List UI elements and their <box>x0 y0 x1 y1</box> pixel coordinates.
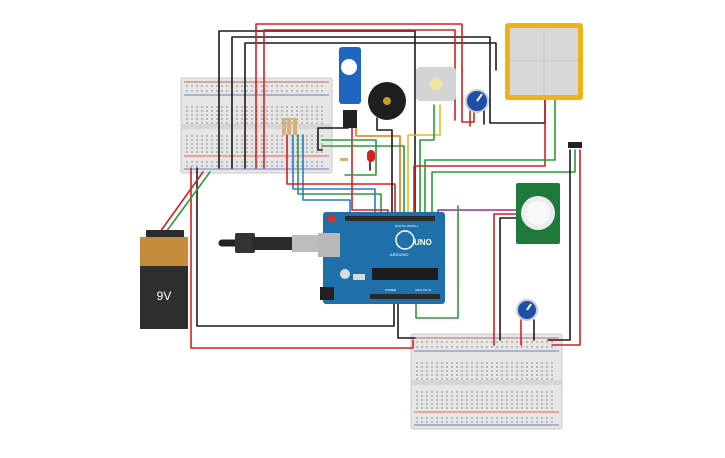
wire-red-left-loop <box>190 167 414 349</box>
wire-black-left-loop <box>196 167 395 327</box>
wire-black-top-outer <box>218 30 416 217</box>
lcd-display[interactable] <box>505 23 583 100</box>
wire-yellow-motor <box>407 104 441 217</box>
arduino-logo: UNO <box>414 238 432 247</box>
usb-cable-icon <box>218 233 325 253</box>
wire-blue-1 <box>292 134 376 217</box>
wire-lcd-red <box>413 99 546 217</box>
wire-black-bottom <box>397 302 416 339</box>
arduino-uno-board[interactable]: UNO ARDUINO DIGITAL (PWM~) POWER ANALOG … <box>318 212 445 304</box>
wire-green-led <box>321 139 377 176</box>
wire-blue-2 <box>302 134 351 217</box>
arduino-power-header: POWER <box>385 288 397 292</box>
wire-right-green <box>431 149 576 217</box>
wire-battery-green <box>165 171 211 233</box>
wire-pir-purple <box>437 209 517 217</box>
arduino-analog-header: ANALOG IN <box>415 288 431 292</box>
breadboard-large-holes <box>416 337 553 423</box>
wire-black-top-2 <box>244 42 497 169</box>
potentiometer-bottom-icon[interactable] <box>516 299 538 321</box>
wire-right-black <box>547 149 571 341</box>
wire-right-red <box>551 149 581 346</box>
wire-buzzer <box>376 117 393 217</box>
connector-header <box>568 142 582 148</box>
wire-green-bottom <box>415 205 459 319</box>
wire-pir-red <box>493 213 517 346</box>
wire-servo-black <box>317 127 349 151</box>
wire-lcd-green <box>424 99 556 217</box>
wire-servo-red <box>351 127 389 217</box>
wire-green-motor <box>419 104 435 217</box>
wire-pir-black <box>499 217 517 341</box>
breadboard-large[interactable] <box>410 333 563 430</box>
potentiometer-icon[interactable] <box>465 89 489 113</box>
led-icon[interactable] <box>367 150 375 162</box>
arduino-digital-header: DIGITAL (PWM~) <box>395 224 418 228</box>
wire-green-led-2 <box>321 145 405 217</box>
dc-motor-icon[interactable] <box>416 67 456 101</box>
wire-red-mid <box>286 134 396 217</box>
wire-servo-orange <box>355 127 401 217</box>
battery-9v[interactable]: 9V <box>140 230 188 329</box>
servo-motor[interactable] <box>339 47 361 128</box>
pir-sensor[interactable] <box>516 183 560 244</box>
buzzer-icon[interactable] <box>368 82 406 120</box>
wire-battery-red <box>159 171 204 233</box>
resistor-icon[interactable] <box>282 118 348 161</box>
arduino-brand: ARDUINO <box>390 252 408 257</box>
wire-green-1 <box>297 134 382 217</box>
battery-label: 9V <box>157 289 172 303</box>
wire-red-top <box>255 23 475 169</box>
